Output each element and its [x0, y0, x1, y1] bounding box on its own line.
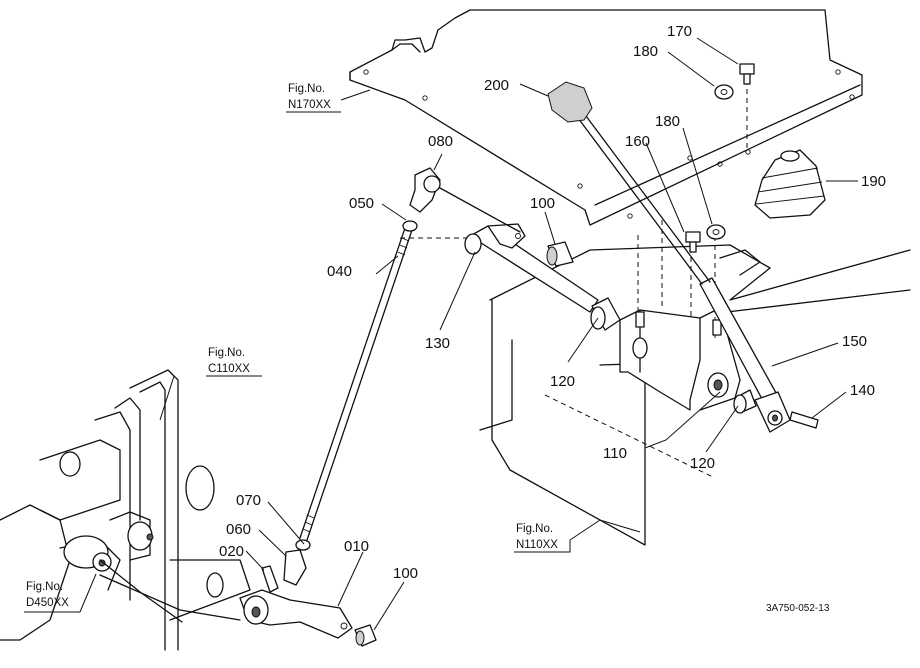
joint-060: [283, 549, 307, 586]
bushing-100-lower: [354, 624, 377, 647]
fig-ref-line2: N110XX: [516, 539, 558, 551]
label-120-right: 120: [690, 455, 715, 472]
fig-ref-line2: D450XX: [26, 597, 69, 609]
figure-ref-d450xx: Fig.No. D450XX: [24, 581, 80, 613]
bolt-170: [739, 63, 755, 85]
label-180-mid: 180: [655, 113, 680, 130]
fig-ref-line1: Fig.No.: [288, 83, 325, 95]
knob-200: [547, 81, 593, 123]
fig-ref-line1: Fig.No.: [516, 523, 553, 535]
part-labels: 170 180 200 180 160 190 080 100 050 040 …: [219, 23, 886, 582]
label-160: 160: [625, 133, 650, 150]
fig-ref-line2: C110XX: [208, 363, 250, 375]
label-130: 130: [425, 335, 450, 352]
boot-190: [754, 149, 826, 219]
shaft-130: [464, 223, 599, 313]
label-070: 070: [236, 492, 261, 509]
fig-ref-line1: Fig.No.: [26, 581, 63, 593]
label-170: 170: [667, 23, 692, 40]
floor-plate: [349, 9, 863, 226]
label-190: 190: [861, 173, 886, 190]
figure-ref-n170xx: Fig.No. N170XX: [286, 83, 341, 113]
label-140: 140: [850, 382, 875, 399]
label-120-left: 120: [550, 373, 575, 390]
nut-180-mid: [706, 224, 726, 240]
figure-ref-c110xx: Fig.No. C110XX: [206, 347, 262, 377]
pin-020: [261, 565, 279, 593]
label-020: 020: [219, 543, 244, 560]
label-040: 040: [327, 263, 352, 280]
studs: [635, 311, 722, 336]
fig-ref-line2: N170XX: [288, 99, 331, 111]
bushing-100-upper: [546, 241, 574, 267]
label-060: 060: [226, 521, 251, 538]
label-080: 080: [428, 133, 453, 150]
bolt-160: [685, 231, 701, 253]
bushing-120-right: [733, 389, 757, 414]
arm-010: [239, 589, 353, 639]
label-150: 150: [842, 333, 867, 350]
nut-070: [295, 539, 311, 551]
label-110: 110: [603, 445, 627, 462]
rod-040: [299, 227, 413, 541]
leader-lines: [79, 37, 858, 631]
figure-ref-n110xx: Fig.No. N110XX: [514, 523, 571, 553]
label-100-upper: 100: [530, 195, 555, 212]
nut-180-top: [714, 84, 734, 100]
label-050: 050: [349, 195, 374, 212]
label-180-top: 180: [633, 43, 658, 60]
label-010: 010: [344, 538, 369, 555]
label-200: 200: [484, 77, 509, 94]
engine-body: [0, 369, 251, 651]
drawing-code: 3A750-052-13: [766, 603, 830, 614]
shift-rod: [577, 115, 711, 285]
ball-joint-080: [409, 167, 521, 233]
label-100-lower: 100: [393, 565, 418, 582]
bracket-110: [619, 307, 741, 411]
fender-panel: [479, 244, 911, 546]
pin-140: [789, 411, 819, 429]
nut-050: [402, 220, 418, 232]
fig-ref-line1: Fig.No.: [208, 347, 245, 359]
